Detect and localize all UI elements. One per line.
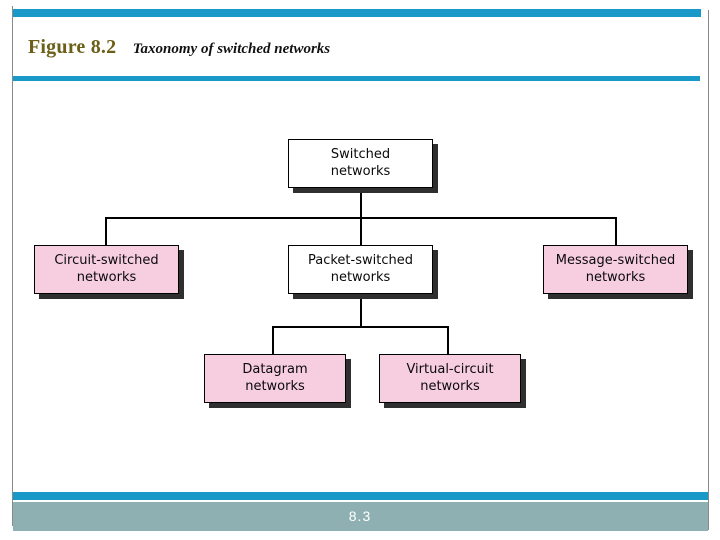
edge-level2-bus xyxy=(272,326,449,328)
node-packet-switched-networks[interactable]: Packet-switched networks xyxy=(288,245,433,294)
figure-caption: Taxonomy of switched networks xyxy=(132,41,331,57)
node-virtual-circuit-networks-line1: Virtual-circuit xyxy=(406,362,494,378)
node-datagram-networks[interactable]: Datagram networks xyxy=(204,354,346,403)
node-circuit-switched-networks-line2: networks xyxy=(76,269,137,285)
node-datagram-networks-line2: networks xyxy=(245,378,305,394)
edge-bus-to-message-switched xyxy=(615,217,617,246)
footer-rule xyxy=(13,492,708,500)
node-datagram-networks-line1: Datagram xyxy=(242,362,308,378)
node-message-switched-networks-line1: Message-switched xyxy=(555,253,676,269)
node-packet-switched-networks-line1: Packet-switched xyxy=(308,253,413,269)
node-switched-networks[interactable]: Switched networks xyxy=(288,139,433,188)
header-top-rule xyxy=(13,9,701,17)
edge-switched-to-bus xyxy=(360,187,362,218)
node-virtual-circuit-networks[interactable]: Virtual-circuit networks xyxy=(379,354,521,403)
node-message-switched-networks-line2: networks xyxy=(585,269,646,285)
page-number: 8.3 xyxy=(348,508,372,524)
slide-frame-line-right xyxy=(708,10,709,530)
node-virtual-circuit-networks-line2: networks xyxy=(420,378,480,394)
edge-packet-to-bus xyxy=(360,293,362,327)
edge-bus-to-circuit-switched xyxy=(105,217,107,246)
edge-bus-to-datagram xyxy=(272,326,274,355)
node-packet-switched-networks-line2: networks xyxy=(330,269,391,285)
node-switched-networks-line2: networks xyxy=(330,163,391,179)
edge-bus-to-packet-switched xyxy=(360,217,362,246)
node-switched-networks-line1: Switched xyxy=(330,147,391,163)
page-title: Figure 8.2 Taxonomy of switched networks xyxy=(28,36,330,59)
figure-number: Figure 8.2 xyxy=(28,36,117,58)
footer-band xyxy=(13,502,708,531)
node-circuit-switched-networks-line1: Circuit-switched xyxy=(54,253,159,269)
node-circuit-switched-networks[interactable]: Circuit-switched networks xyxy=(34,245,179,294)
slide-frame-line-left xyxy=(12,6,13,526)
header-bottom-rule xyxy=(13,76,700,81)
node-message-switched-networks[interactable]: Message-switched networks xyxy=(543,245,688,294)
edge-bus-to-virtual-circuit xyxy=(447,326,449,355)
